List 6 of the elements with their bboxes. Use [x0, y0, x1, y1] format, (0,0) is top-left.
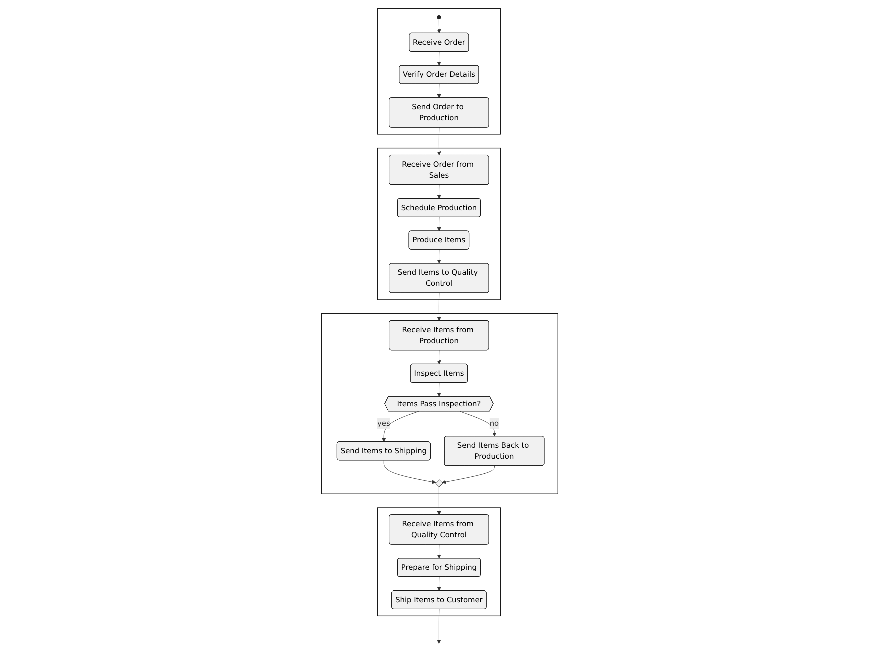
cluster: [377, 148, 502, 300]
cluster: [322, 313, 558, 494]
node-circle: [437, 15, 442, 20]
cluster: [377, 8, 502, 135]
node-diamond: [436, 480, 444, 488]
cluster: [377, 508, 502, 617]
